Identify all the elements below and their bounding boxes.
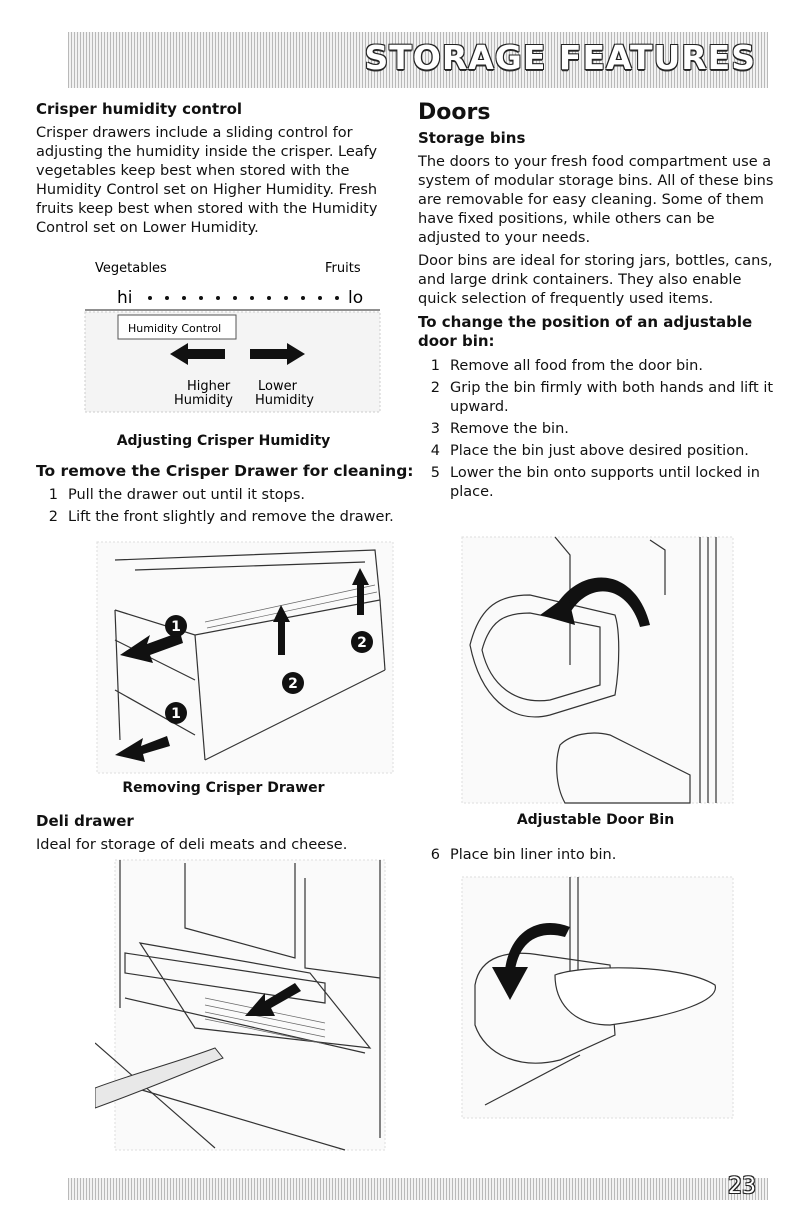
footer-bar: 23 — [68, 1174, 768, 1200]
crisper-drawer-illustration: 1 2 2 1 — [95, 540, 395, 775]
arrow-right-icon — [250, 343, 305, 365]
remove-crisper-section: To remove the Crisper Drawer for cleanin… — [36, 462, 421, 530]
callout-badge: 1 — [165, 615, 187, 637]
humidity-caption: Adjusting Crisper Humidity — [116, 433, 331, 449]
lower-sub: Humidity — [255, 393, 314, 408]
humidity-control-slider — [117, 314, 237, 340]
bin-liner-illustration — [460, 875, 735, 1120]
fruits-label: Fruits — [325, 261, 361, 276]
curved-arrow-icon — [492, 922, 570, 1000]
svg-text:1: 1 — [171, 706, 181, 722]
lo-label: lo — [348, 288, 363, 308]
curved-arrow-icon — [540, 577, 650, 627]
higher-label: Higher — [187, 379, 231, 394]
door-bin-illustration — [460, 535, 735, 805]
deli-section: Deli drawer Ideal for storage of deli me… — [36, 812, 411, 855]
door-bin-caption: Adjustable Door Bin — [516, 812, 675, 828]
deli-body: Ideal for storage of deli meats and chee… — [36, 837, 348, 853]
arrow-down-left-icon — [245, 983, 301, 1016]
page-number: 23 — [728, 1174, 756, 1199]
arrow-left-icon — [115, 736, 170, 762]
hi-label: hi — [117, 288, 133, 308]
arrow-left-icon — [120, 632, 183, 663]
callout-badge: 2 — [282, 672, 304, 694]
remove-crisper-heading: To remove the Crisper Drawer for cleanin… — [36, 462, 414, 480]
right-column: Doors Storage bins The doors to your fre… — [418, 100, 778, 505]
crisper-heading: Crisper humidity control — [36, 100, 243, 118]
humidity-diagram: Vegetables Fruits hi lo Humidity Control… — [80, 255, 390, 415]
left-column: Crisper humidity control Crisper drawers… — [36, 100, 411, 238]
deli-drawer-illustration — [94, 858, 395, 1153]
change-bin-heading: To change the position of an adjustable … — [418, 313, 753, 350]
vegetables-label: Vegetables — [95, 261, 167, 276]
storage-bins-heading: Storage bins — [418, 129, 526, 147]
arrow-up-icon — [273, 568, 369, 655]
arrow-left-icon — [170, 343, 225, 365]
dot-scale — [148, 296, 339, 300]
lower-label: Lower — [258, 379, 298, 394]
callout-badge: 2 — [351, 631, 373, 653]
crisper-body: Crisper drawers include a sliding contro… — [36, 125, 378, 236]
svg-text:1: 1 — [171, 619, 181, 635]
higher-sub: Humidity — [174, 393, 233, 408]
callout-badge: 1 — [165, 702, 187, 724]
page-title: STORAGE FEATURES — [364, 38, 756, 77]
deli-heading: Deli drawer — [36, 812, 134, 830]
doors-heading: Doors — [418, 100, 491, 125]
doors-body-1: The doors to your fresh food compartment… — [418, 154, 774, 246]
crisper-drawer-caption: Removing Crisper Drawer — [122, 780, 325, 796]
humidity-control-label: Humidity Control — [128, 322, 221, 335]
svg-text:2: 2 — [357, 635, 367, 651]
hand-arm — [94, 1047, 224, 1109]
header-bar: STORAGE FEATURES — [68, 32, 768, 88]
doors-body-2: Door bins are ideal for storing jars, bo… — [418, 253, 773, 307]
svg-text:2: 2 — [288, 676, 298, 692]
